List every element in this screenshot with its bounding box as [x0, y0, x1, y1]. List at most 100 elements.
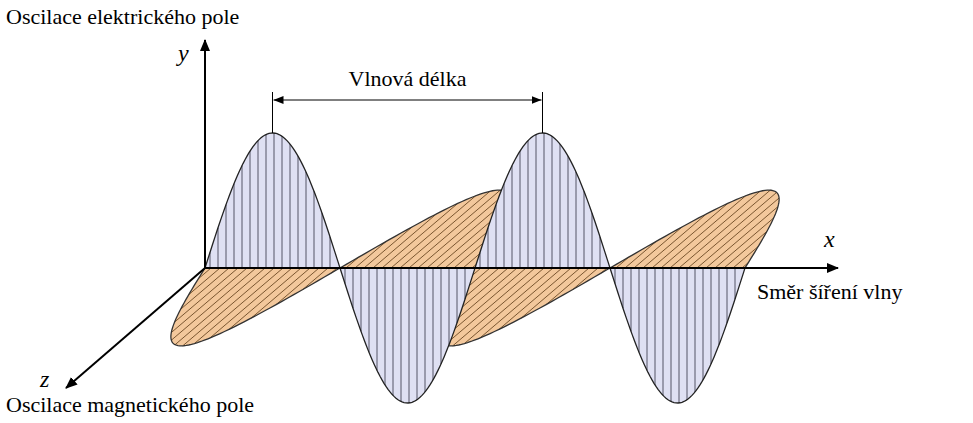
magnetic-hatch — [189, 268, 220, 295]
magnetic-hatch — [724, 231, 767, 268]
field-caption: Oscilace magnetického pole — [6, 392, 254, 418]
magnetic-hatch — [625, 241, 656, 268]
dimension-line — [274, 100, 542, 101]
electric-lobe-outline — [340, 268, 475, 403]
electric-hatch — [647, 268, 648, 370]
magnetic-hatch — [400, 191, 490, 268]
electric-hatch — [727, 268, 728, 323]
electric-lobe — [475, 133, 610, 268]
electric-hatch — [250, 151, 251, 268]
magnetic-hatch — [464, 268, 553, 344]
magnetic-hatch — [229, 268, 301, 329]
electric-hatch — [226, 205, 227, 268]
electric-lobe-fill — [340, 268, 475, 403]
magnetic-lobe-outline — [171, 268, 340, 346]
electric-hatch — [385, 268, 386, 385]
electric-hatch — [703, 268, 704, 380]
axis-label: x — [824, 226, 835, 252]
electric-hatch — [306, 172, 307, 268]
dimension-label: Vlnová délka — [349, 66, 467, 92]
magnetic-hatch — [546, 268, 589, 305]
electric-hatch — [465, 268, 466, 299]
electric-hatch — [584, 191, 585, 268]
electric-hatch — [417, 268, 418, 400]
electric-hatch — [290, 144, 291, 268]
magnetic-hatch — [181, 268, 229, 309]
dimension-tick — [542, 92, 543, 133]
electric-hatch — [218, 228, 219, 268]
electric-hatch — [560, 144, 561, 268]
electric-hatch — [242, 166, 243, 268]
electric-hatch — [322, 213, 323, 268]
electric-hatch — [592, 213, 593, 268]
electric-hatch — [449, 268, 450, 345]
electric-hatch — [266, 135, 267, 268]
electric-hatch — [353, 268, 354, 308]
magnetic-hatch — [355, 241, 386, 268]
y-axis — [204, 40, 206, 268]
electric-hatch — [393, 268, 394, 395]
electric-lobe — [340, 268, 475, 403]
electric-hatch — [663, 268, 664, 395]
electric-hatch — [433, 268, 434, 380]
electric-hatch — [258, 141, 259, 268]
electric-hatch — [576, 172, 577, 268]
electric-hatch — [457, 268, 458, 323]
magnetic-hatch — [276, 268, 319, 305]
electric-hatch — [488, 228, 489, 268]
electric-lobe-outline — [610, 268, 745, 403]
x-axis — [205, 267, 838, 269]
electric-hatch — [512, 166, 513, 268]
dimension-tick — [272, 92, 273, 133]
electric-hatch — [679, 268, 680, 403]
magnetic-hatch — [364, 227, 412, 268]
electric-hatch — [314, 191, 315, 268]
electric-hatch — [330, 237, 331, 268]
magnetic-hatch — [194, 268, 283, 344]
magnetic-hatch — [303, 268, 328, 289]
electric-hatch — [377, 268, 378, 370]
magnetic-hatch — [706, 207, 778, 268]
electric-hatch — [282, 136, 283, 268]
magnetic-hatch — [733, 247, 758, 268]
electric-hatch — [425, 268, 426, 392]
electric-lobe — [610, 268, 745, 403]
electric-hatch — [735, 268, 736, 299]
electric-hatch — [719, 268, 720, 345]
magnetic-hatch — [573, 268, 598, 289]
magnetic-hatch — [634, 227, 682, 268]
magnetic-lobe-fill — [610, 190, 779, 268]
z-axis — [66, 268, 205, 388]
electric-hatch — [552, 136, 553, 268]
wavelength-dimension — [273, 92, 543, 133]
electric-hatch — [401, 268, 402, 401]
electric-hatch — [536, 135, 537, 268]
magnetic-hatch — [251, 268, 310, 318]
magnetic-hatch — [670, 191, 760, 268]
electric-hatch — [274, 133, 275, 268]
electric-hatch — [409, 268, 410, 403]
electric-hatch — [361, 268, 362, 331]
axes — [66, 40, 838, 388]
electric-lobe-fill — [610, 268, 745, 403]
electric-hatch — [528, 141, 529, 268]
electric-lobe — [205, 133, 340, 268]
electric-hatch — [369, 268, 370, 352]
electric-hatch — [623, 268, 624, 308]
electric-hatch — [544, 133, 545, 268]
electric-hatch — [298, 156, 299, 268]
electric-hatch — [496, 205, 497, 268]
electric-lobe-fill — [475, 133, 610, 268]
magnetic-lobe-outline — [610, 190, 779, 268]
electric-lobe-outline — [205, 133, 340, 268]
electric-hatch — [568, 156, 569, 268]
electric-lobe-fill — [205, 133, 340, 268]
electric-hatch — [441, 268, 442, 364]
magnetic-lobe — [610, 190, 779, 268]
electric-hatch — [695, 268, 696, 392]
magnetic-hatch — [183, 268, 274, 346]
magnetic-lobe-fill — [171, 268, 340, 346]
electric-hatch — [671, 268, 672, 401]
electric-hatch — [655, 268, 656, 385]
